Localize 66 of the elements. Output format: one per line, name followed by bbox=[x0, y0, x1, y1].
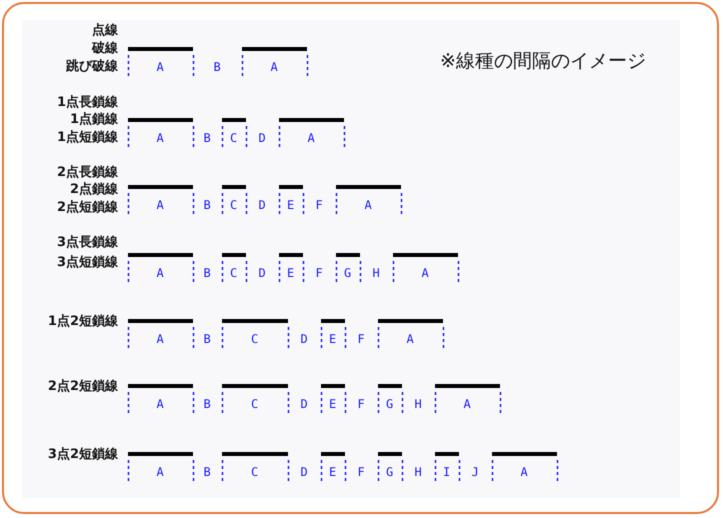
interval-letter: B bbox=[204, 198, 211, 212]
interval-letter: A bbox=[156, 266, 164, 280]
interval-letter: E bbox=[287, 198, 294, 212]
interval-letter: F bbox=[316, 198, 323, 212]
line-type-name: 1点鎖線 bbox=[70, 112, 118, 128]
interval-letter: B bbox=[204, 465, 211, 479]
interval-letter: A bbox=[422, 266, 429, 280]
line-type-name: 2点鎖線 bbox=[70, 182, 118, 198]
line-type-name: 3点長鎖線 bbox=[56, 235, 118, 251]
interval-letter: H bbox=[372, 266, 380, 280]
note-text: ※線種の間隔のイメージ bbox=[440, 49, 646, 74]
interval-letter: C bbox=[230, 198, 238, 212]
line-type-name: 2点長鎖線 bbox=[56, 165, 118, 181]
line-type-name: 2点短鎖線 bbox=[56, 200, 118, 216]
interval-letter: A bbox=[520, 465, 528, 479]
interval-letter: A bbox=[308, 131, 315, 145]
interval-letter: I bbox=[443, 465, 450, 479]
interval-letter: A bbox=[270, 60, 278, 74]
line-type-name: 跳び破線 bbox=[66, 59, 118, 75]
interval-letter: A bbox=[156, 397, 164, 411]
interval-letter: B bbox=[204, 397, 211, 411]
interval-letter: A bbox=[464, 397, 471, 411]
interval-letter: A bbox=[156, 332, 164, 346]
line-type-name: 点線 bbox=[92, 23, 118, 39]
interval-letter: C bbox=[251, 397, 258, 411]
interval-letter: G bbox=[386, 465, 394, 479]
interval-letter: C bbox=[251, 465, 258, 479]
line-type-name: 1点長鎖線 bbox=[56, 95, 118, 111]
interval-letter: D bbox=[300, 465, 308, 479]
line-type-name: 1点短鎖線 bbox=[56, 130, 118, 146]
interval-letter: D bbox=[258, 266, 266, 280]
interval-letter: A bbox=[156, 131, 164, 145]
interval-letter: H bbox=[414, 465, 422, 479]
interval-letter: E bbox=[287, 266, 294, 280]
interval-letter: C bbox=[251, 332, 258, 346]
interval-letter: A bbox=[156, 465, 164, 479]
interval-letter: E bbox=[329, 397, 336, 411]
interval-letter: F bbox=[316, 266, 323, 280]
interval-letter: C bbox=[230, 131, 238, 145]
line-type-name: 2点2短鎖線 bbox=[48, 379, 118, 395]
interval-letter: C bbox=[230, 266, 238, 280]
interval-letter: A bbox=[364, 198, 372, 212]
interval-letter: J bbox=[472, 465, 479, 479]
interval-letter: A bbox=[406, 332, 414, 346]
interval-letter: A bbox=[156, 60, 164, 74]
interval-letter: B bbox=[214, 60, 221, 74]
interval-letter: B bbox=[204, 332, 211, 346]
line-type-name: 3点2短鎖線 bbox=[48, 447, 118, 463]
interval-letter: E bbox=[329, 465, 336, 479]
interval-letter: F bbox=[358, 397, 365, 411]
interval-letter: D bbox=[258, 131, 266, 145]
interval-letter: F bbox=[358, 332, 365, 346]
interval-letter: E bbox=[329, 332, 336, 346]
interval-letter: G bbox=[344, 266, 352, 280]
interval-letter: H bbox=[414, 397, 422, 411]
line-type-name: 破線 bbox=[92, 41, 118, 57]
interval-letter: F bbox=[358, 465, 365, 479]
interval-letter: D bbox=[300, 332, 308, 346]
interval-letter: B bbox=[204, 266, 211, 280]
interval-letter: D bbox=[258, 198, 266, 212]
interval-letter: G bbox=[386, 397, 394, 411]
interval-letter: A bbox=[156, 198, 164, 212]
interval-letter: B bbox=[204, 131, 211, 145]
interval-letter: D bbox=[300, 397, 308, 411]
line-type-name: 1点2短鎖線 bbox=[48, 314, 118, 330]
line-type-name: 3点短鎖線 bbox=[56, 255, 118, 271]
